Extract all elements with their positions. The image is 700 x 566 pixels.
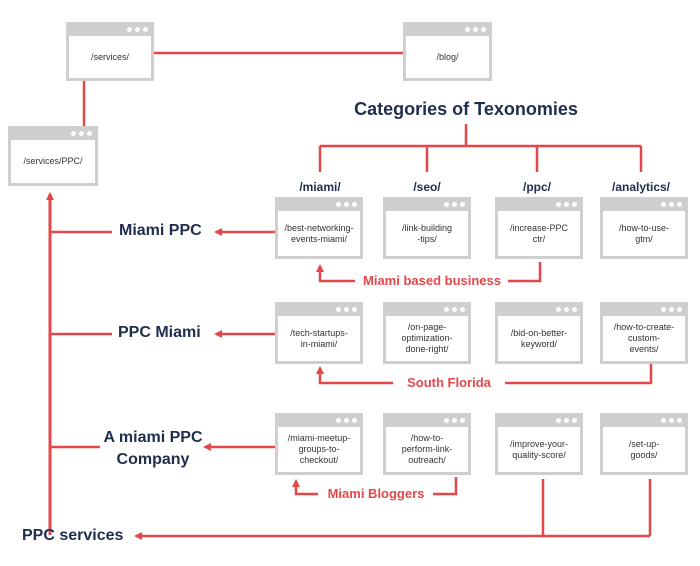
post-label: /tech-startups- in-miami/: [290, 327, 348, 349]
three-dot-window-icon: [444, 202, 465, 207]
category-miami: /miami/: [299, 180, 341, 194]
page-services-window: /services/: [66, 22, 154, 81]
post-window: /on-page- optimization- done-right/: [383, 302, 471, 364]
post-window: /how-to- perform-link- outreach/: [383, 413, 471, 475]
three-dot-window-icon: [661, 202, 682, 207]
post-label: /improve-your- quality-score/: [509, 438, 568, 460]
keyword-a-miami-ppc: A miami PPC: [103, 429, 203, 446]
post-window: /how-to-use- gtm/: [600, 197, 688, 259]
post-label: /how-to-create- custom- events/: [613, 322, 675, 354]
group-row1-connector: [316, 264, 355, 283]
category-ppc: /ppc/: [522, 180, 552, 194]
group-row3-connector: [292, 479, 318, 496]
group-miami-based-business: Miami based business: [359, 273, 505, 288]
three-dot-window-icon: [71, 131, 92, 136]
three-dot-window-icon: [336, 418, 357, 423]
post-label: /set-up- goods/: [628, 438, 660, 460]
three-dot-window-icon: [444, 307, 465, 312]
three-dot-window-icon: [556, 307, 577, 312]
keyword-ppc-services: PPC services: [22, 527, 124, 544]
page-services-ppc-window: /services/PPC/: [8, 126, 98, 186]
post-window: /bid-on-better- keyword/: [495, 302, 583, 364]
post-label: /link-building -tips/: [401, 222, 453, 244]
post-window: /link-building -tips/: [383, 197, 471, 259]
post-label: /how-to-use- gtm/: [618, 222, 670, 244]
three-dot-window-icon: [444, 418, 465, 423]
post-label: /bid-on-better- keyword/: [510, 327, 568, 349]
group-south-florida: South Florida: [403, 375, 495, 390]
three-dot-window-icon: [661, 418, 682, 423]
three-dot-window-icon: [336, 202, 357, 207]
post-window: /set-up- goods/: [600, 413, 688, 475]
page-services-ppc-label: /services/PPC/: [23, 156, 83, 166]
keyword-miami-ppc: Miami PPC: [119, 222, 202, 239]
post-label: /best-networking- events-miami/: [284, 222, 354, 244]
page-blog-label: /blog/: [436, 51, 459, 62]
taxonomy-title: Categories of Texonomies: [354, 99, 578, 119]
keyword-ppc-miami: PPC Miami: [118, 324, 201, 341]
post-window: /how-to-create- custom- events/: [600, 302, 688, 364]
three-dot-window-icon: [465, 27, 486, 32]
three-dot-window-icon: [127, 27, 148, 32]
page-services-label: /services/: [90, 51, 129, 62]
group-miami-bloggers: Miami Bloggers: [323, 486, 429, 501]
post-window: /miami-meetup- groups-to- checkout/: [275, 413, 363, 475]
post-window: /improve-your- quality-score/: [495, 413, 583, 475]
post-window: /increase-PPC ctr/: [495, 197, 583, 259]
post-label: /on-page- optimization- done-right/: [401, 322, 453, 354]
three-dot-window-icon: [556, 202, 577, 207]
page-blog-window: /blog/: [403, 22, 492, 81]
three-dot-window-icon: [336, 307, 357, 312]
post-label: /miami-meetup- groups-to- checkout/: [287, 433, 351, 465]
three-dot-window-icon: [556, 418, 577, 423]
category-analytics: /analytics/: [611, 180, 671, 194]
group-row2-connector: [316, 366, 393, 385]
category-seo: /seo/: [413, 180, 441, 194]
post-window: /best-networking- events-miami/: [275, 197, 363, 259]
three-dot-window-icon: [661, 307, 682, 312]
keyword-company: Company: [116, 451, 190, 468]
post-label: /how-to- perform-link- outreach/: [401, 433, 453, 465]
post-label: /increase-PPC ctr/: [509, 222, 569, 244]
post-window: /tech-startups- in-miami/: [275, 302, 363, 364]
